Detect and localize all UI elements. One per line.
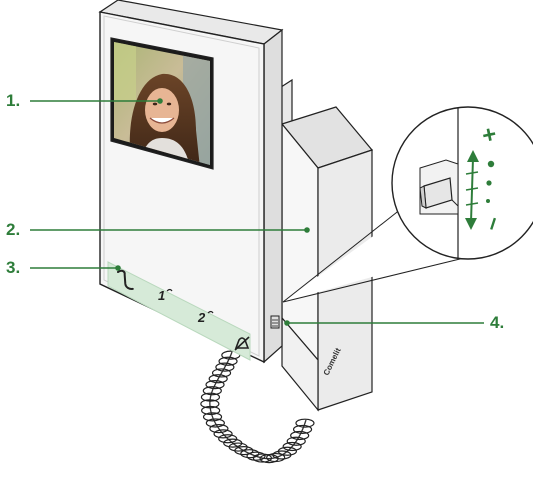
key-2-label[interactable]: 2	[197, 310, 206, 325]
key-1-label[interactable]: 1	[158, 288, 165, 303]
callout-1: 1.	[6, 92, 20, 109]
callout-2: 2.	[6, 221, 20, 238]
level-dot-high	[488, 161, 494, 167]
visitor-face	[145, 88, 179, 132]
callout-4: 4.	[490, 314, 504, 331]
callout-3: 3.	[6, 259, 20, 276]
monitor-side-edge	[264, 30, 282, 362]
level-dot-low	[486, 199, 490, 203]
magnifier-circle	[392, 107, 533, 259]
volume-switch[interactable]	[271, 316, 279, 328]
level-dot-mid	[486, 180, 491, 185]
